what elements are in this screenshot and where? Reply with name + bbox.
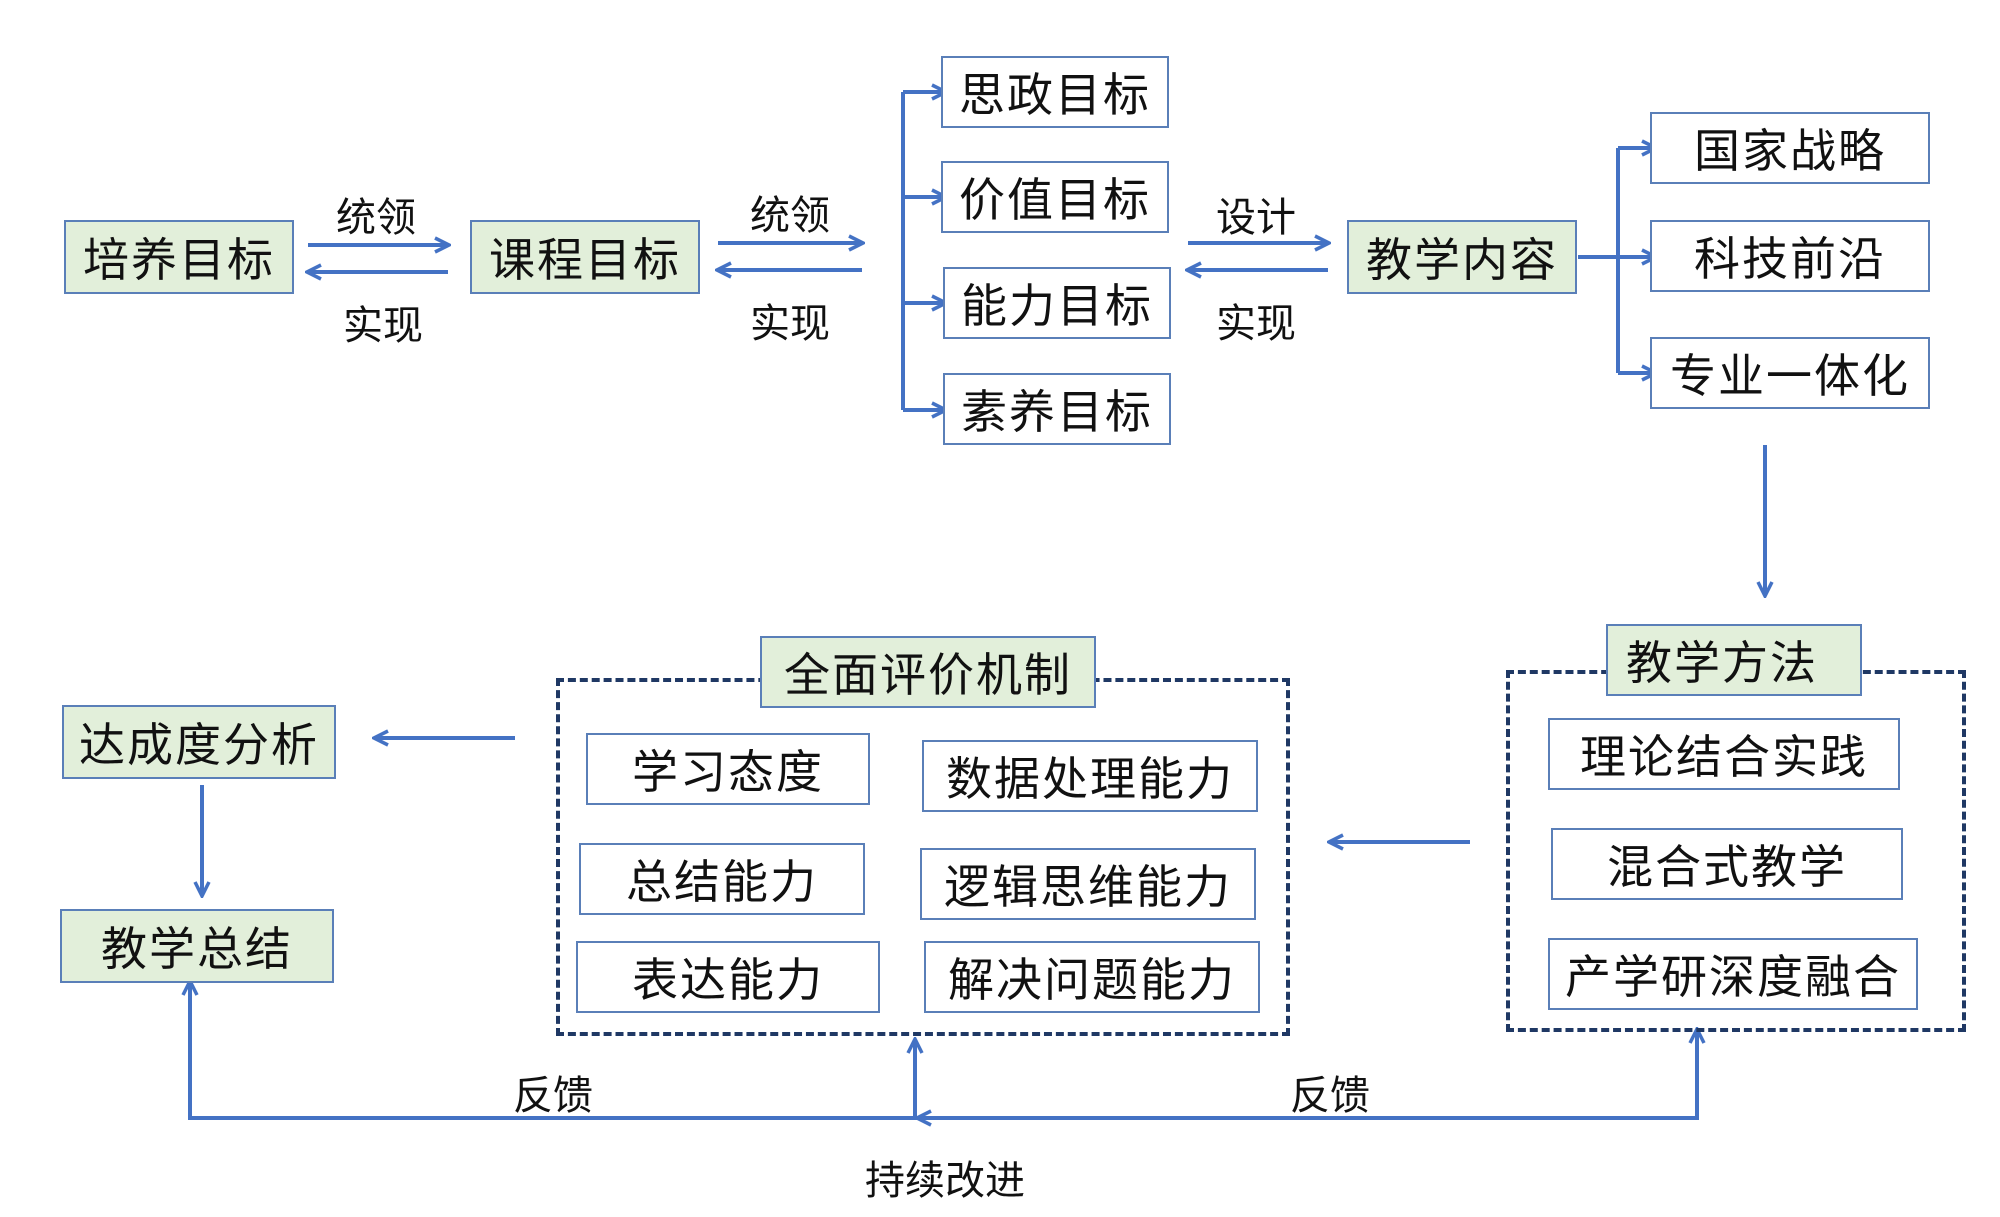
- node-zongjie: 教学总结: [60, 909, 334, 983]
- node-shuju: 数据处理能力: [922, 740, 1258, 812]
- node-sizheng: 思政目标: [941, 56, 1169, 128]
- node-zongjie-nl: 总结能力: [579, 843, 865, 915]
- label-fankui-left: 反馈: [513, 1073, 593, 1119]
- label-fankui-right: 反馈: [1290, 1073, 1370, 1119]
- node-xuexi: 学习态度: [586, 733, 870, 805]
- node-guojia: 国家战略: [1650, 112, 1930, 184]
- node-kecheng: 课程目标: [470, 220, 700, 294]
- label-sheji: 设计: [1216, 195, 1296, 241]
- label-shixian-2: 实现: [750, 301, 830, 347]
- node-peiyang: 培养目标: [64, 220, 294, 294]
- node-fangfa: 教学方法: [1606, 624, 1862, 696]
- node-lilun: 理论结合实践: [1548, 718, 1900, 790]
- node-luoji: 逻辑思维能力: [920, 848, 1256, 920]
- label-chixu: 持续改进: [865, 1158, 1025, 1204]
- node-jiejue: 解决问题能力: [924, 941, 1260, 1013]
- label-tongling-1: 统领: [336, 195, 416, 241]
- label-shixian-1: 实现: [343, 303, 423, 349]
- node-zhuanye: 专业一体化: [1650, 337, 1930, 409]
- label-shixian-3: 实现: [1216, 301, 1296, 347]
- node-nengli: 能力目标: [943, 267, 1171, 339]
- node-dacheng: 达成度分析: [62, 705, 336, 779]
- node-jiazhi: 价值目标: [941, 161, 1169, 233]
- label-tongling-2: 统领: [750, 193, 830, 239]
- node-biaoda: 表达能力: [576, 941, 880, 1013]
- node-pingjia: 全面评价机制: [760, 636, 1096, 708]
- node-chanxue: 产学研深度融合: [1548, 938, 1918, 1010]
- node-neirong: 教学内容: [1347, 220, 1577, 294]
- node-keji: 科技前沿: [1650, 220, 1930, 292]
- node-hunhe: 混合式教学: [1551, 828, 1903, 900]
- node-suyang: 素养目标: [943, 373, 1171, 445]
